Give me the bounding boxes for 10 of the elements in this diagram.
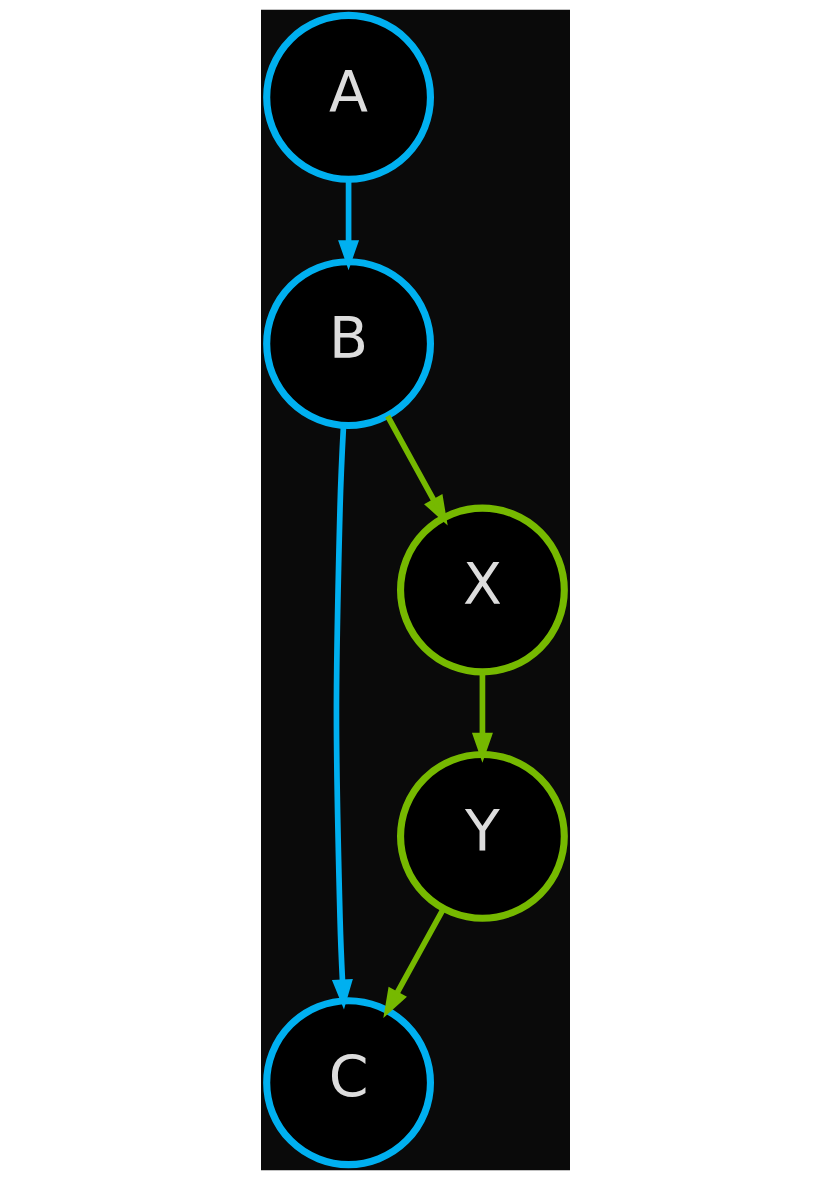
- arrow: [383, 907, 446, 1019]
- arrow: [385, 414, 448, 526]
- arrow: [331, 425, 353, 1010]
- arrow: [338, 179, 360, 271]
- node-circle: X: [397, 504, 568, 676]
- node-circle: Y: [397, 750, 568, 922]
- node-circle: A: [263, 11, 434, 183]
- node-circle: B: [263, 258, 434, 430]
- node-circle: C: [263, 997, 434, 1169]
- arrow: [471, 672, 493, 763]
